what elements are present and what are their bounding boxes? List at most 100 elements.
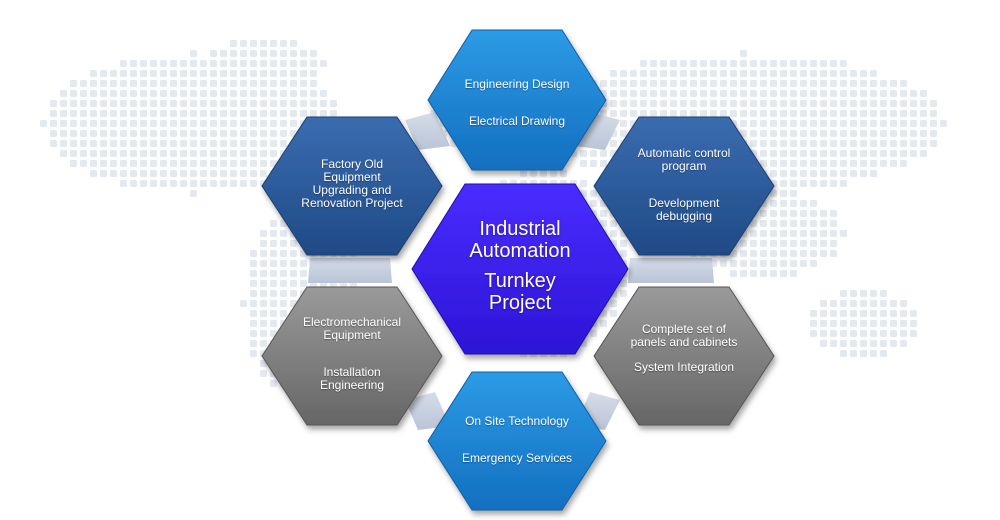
map-dot [930,140,937,147]
map-dot [180,180,187,187]
map-dot [180,120,187,127]
map-dot [230,40,237,47]
map-dot [720,60,727,67]
map-dot [270,310,277,317]
map-dot [320,60,327,67]
map-dot [840,70,847,77]
map-dot [590,160,597,167]
map-dot [220,80,227,87]
map-dot [300,50,307,57]
map-dot [910,130,917,137]
map-dot [50,140,57,147]
map-dot [270,230,277,237]
map-dot [860,300,867,307]
map-dot [280,240,287,247]
map-dot [760,250,767,257]
map-dot [600,320,607,327]
map-dot [820,160,827,167]
map-dot [790,260,797,267]
map-dot [100,70,107,77]
map-dot [620,100,627,107]
map-dot [630,70,637,77]
map-dot [880,330,887,337]
map-dot [220,50,227,57]
map-dot [770,170,777,177]
map-dot [780,100,787,107]
map-dot [120,170,127,177]
map-dot [200,150,207,157]
map-dot [780,70,787,77]
map-dot [760,210,767,217]
map-dot [140,170,147,177]
map-dot [680,80,687,87]
map-dot [250,310,257,317]
map-dot [250,100,257,107]
map-dot [660,90,667,97]
map-dot [760,150,767,157]
map-dot [50,120,57,127]
map-dot [730,90,737,97]
hex-bottom-left [261,286,443,426]
map-dot [840,350,847,357]
map-dot [930,110,937,117]
map-dot [780,170,787,177]
map-dot [920,120,927,127]
map-dot [910,150,917,157]
map-dot [900,310,907,317]
map-dot [860,110,867,117]
map-dot [810,260,817,267]
map-dot [900,160,907,167]
map-dot [870,150,877,157]
map-dot [620,120,627,127]
map-dot [200,160,207,167]
map-dot [860,120,867,127]
map-dot [130,170,137,177]
map-dot [100,80,107,87]
map-dot [120,150,127,157]
map-dot [740,240,747,247]
map-dot [910,110,917,117]
map-dot [300,260,307,267]
map-dot [910,310,917,317]
map-dot [130,70,137,77]
map-dot [180,60,187,67]
map-dot [780,200,787,207]
map-dot [810,120,817,127]
map-dot [260,70,267,77]
map-dot [140,140,147,147]
map-dot [830,180,837,187]
map-dot [280,290,287,297]
map-dot [860,160,867,167]
map-dot [200,130,207,137]
map-dot [160,130,167,137]
map-dot [180,80,187,87]
map-dot [910,100,917,107]
map-dot [70,120,77,127]
map-dot [300,110,307,117]
map-dot [130,110,137,117]
map-dot [850,80,857,87]
map-dot [170,120,177,127]
map-dot [870,70,877,77]
map-dot [760,270,767,277]
map-dot [830,80,837,87]
map-dot [120,110,127,117]
map-dot [890,140,897,147]
map-dot [170,110,177,117]
map-dot [290,60,297,67]
map-dot [260,310,267,317]
map-dot [810,60,817,67]
map-dot [70,160,77,167]
map-dot [180,170,187,177]
map-dot [810,180,817,187]
map-dot [170,140,177,147]
map-dot [780,210,787,217]
map-dot [670,90,677,97]
map-dot [770,90,777,97]
map-dot [160,170,167,177]
map-dot [620,130,627,137]
map-dot [240,130,247,137]
map-dot [270,80,277,87]
map-dot [780,120,787,127]
map-dot [70,80,77,87]
